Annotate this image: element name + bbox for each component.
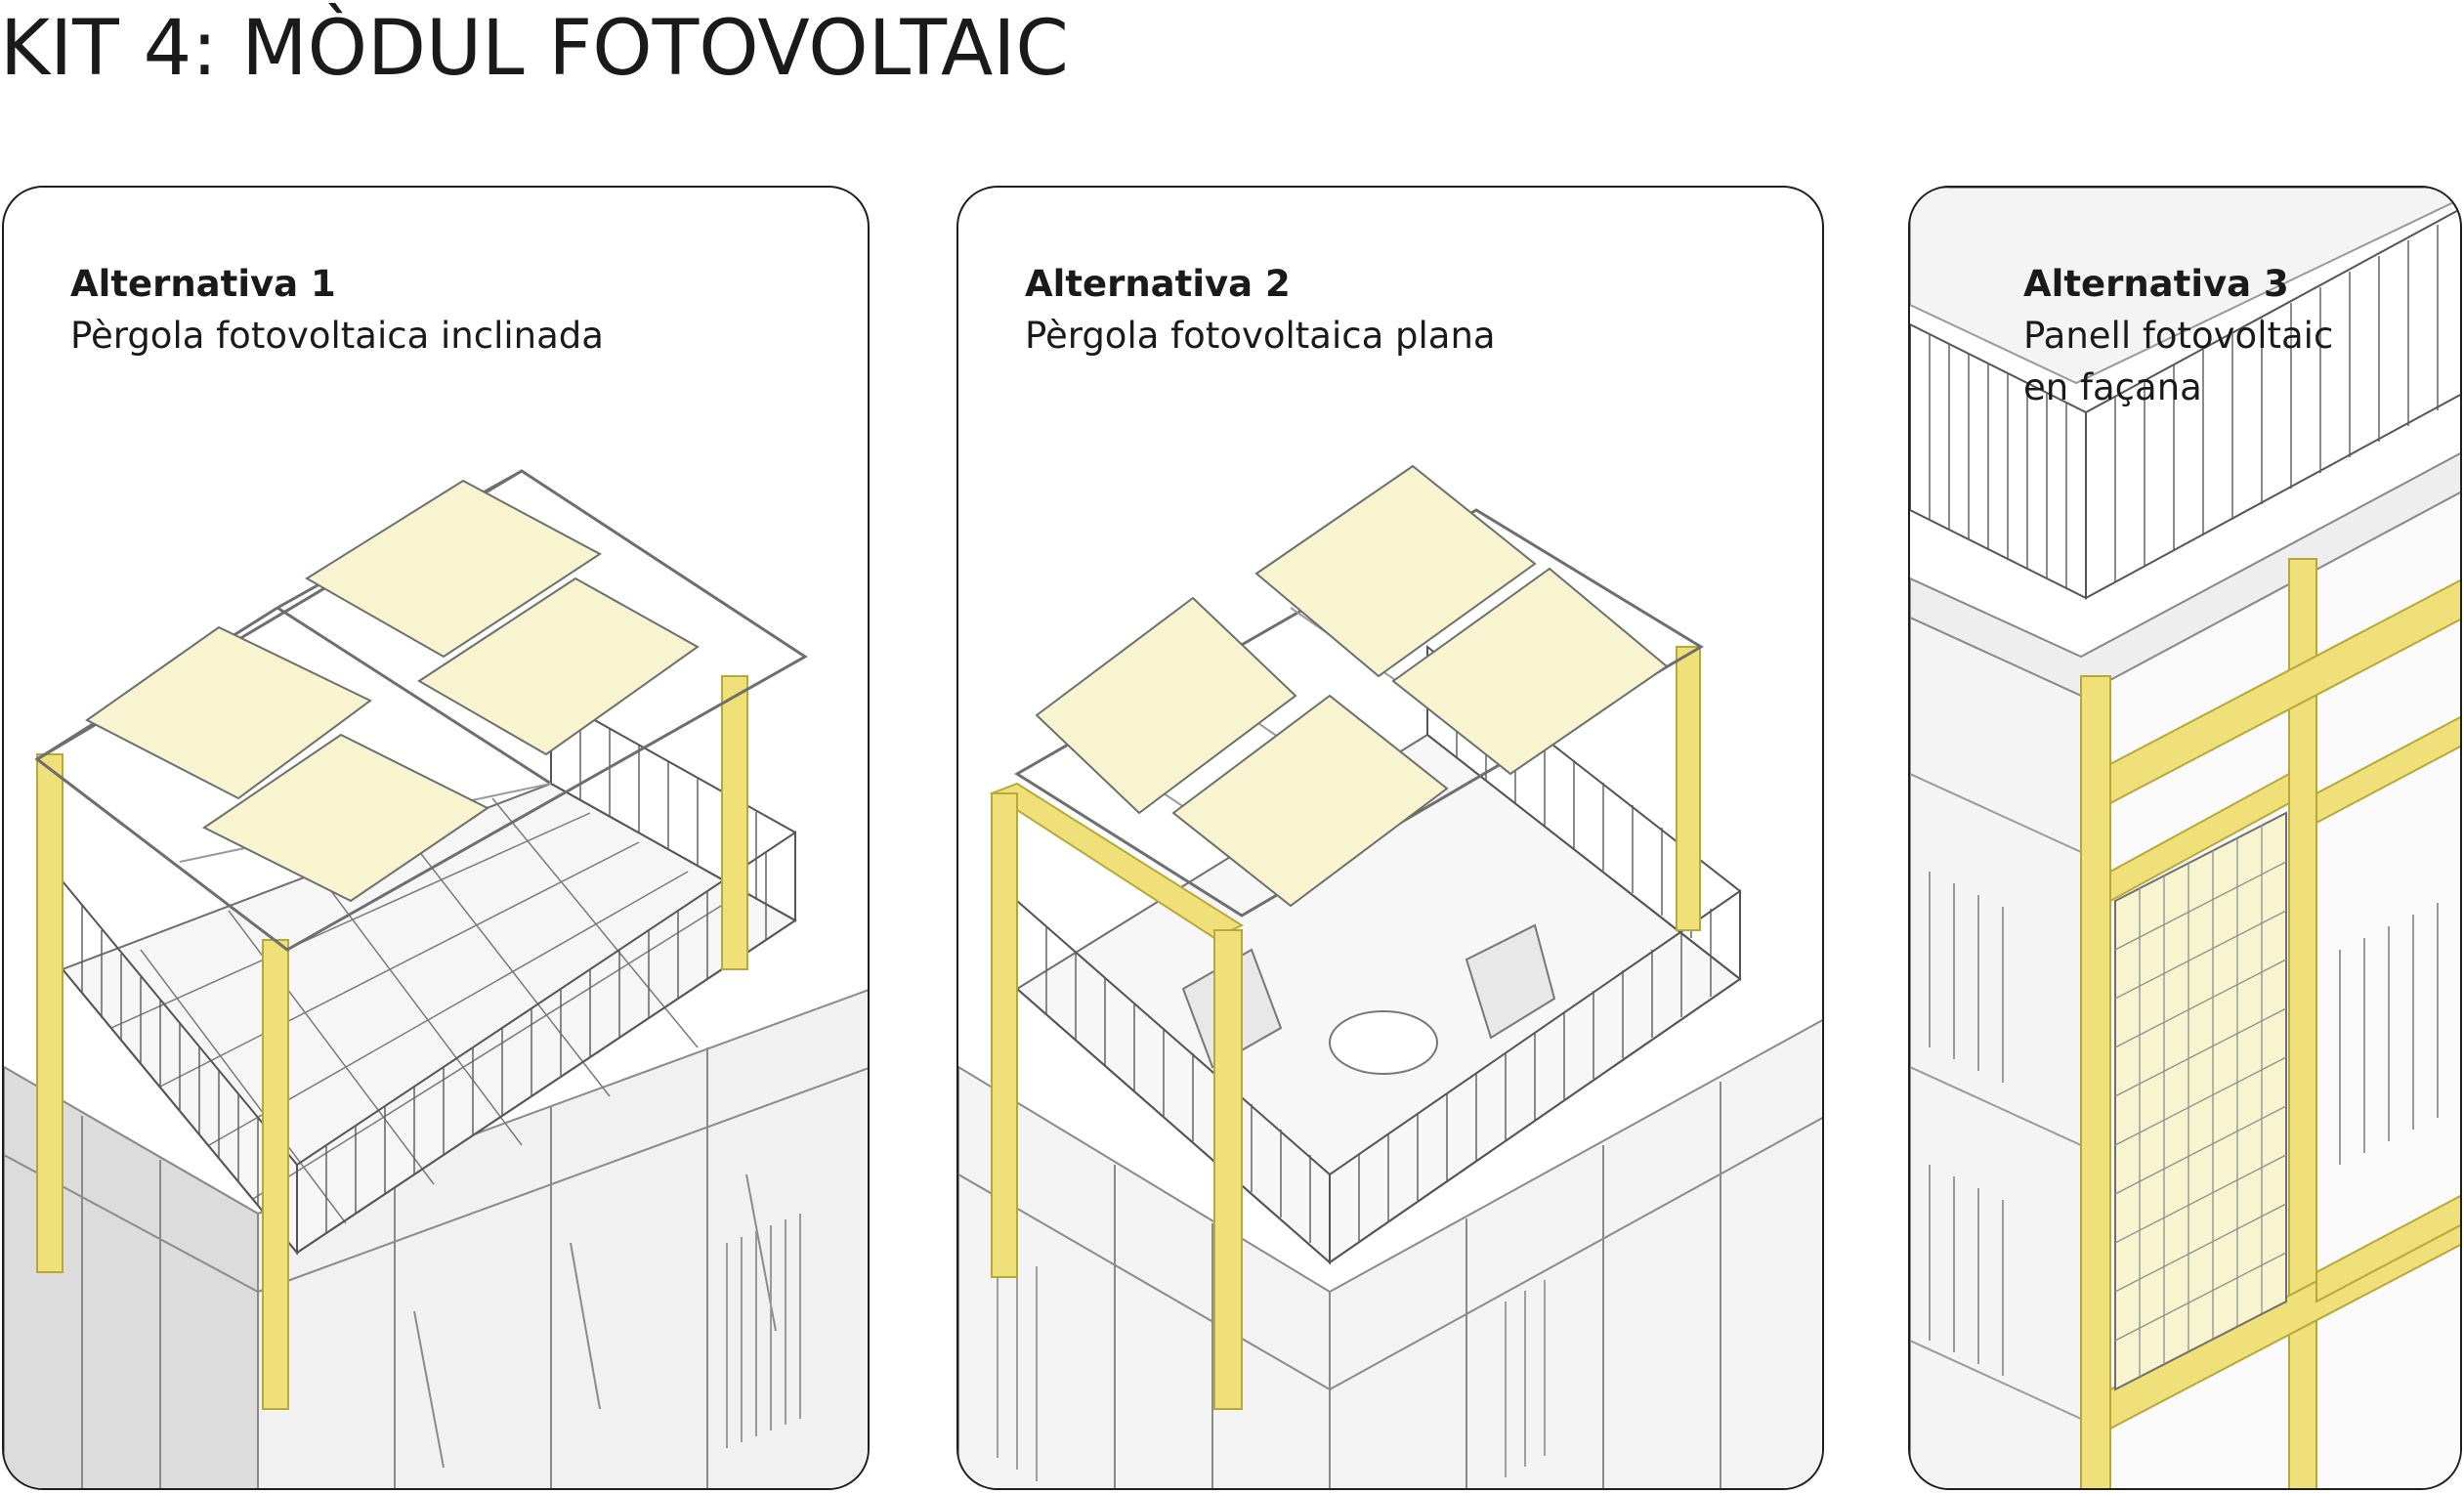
alternative-2-illustration bbox=[958, 464, 1822, 1488]
alternative-3-card: Alternativa 3 Panell fotovoltaic en faça… bbox=[1908, 186, 2462, 1490]
alternative-2-caption: Alternativa 2 Pèrgola fotovoltaica plana bbox=[1025, 258, 1496, 362]
alternative-1-card: Alternativa 1 Pèrgola fotovoltaica incli… bbox=[2, 186, 870, 1490]
page-title: KIT 4: MÒDUL FOTOVOLTAIC bbox=[0, 5, 1069, 93]
alternative-3-illustration bbox=[1910, 188, 2460, 1488]
alternative-3-description: Panell fotovoltaic en façana bbox=[2023, 315, 2334, 408]
alternative-1-illustration bbox=[4, 469, 868, 1488]
alternative-1-caption: Alternativa 1 Pèrgola fotovoltaica incli… bbox=[70, 258, 604, 362]
alternative-2-description: Pèrgola fotovoltaica plana bbox=[1025, 315, 1496, 357]
alternative-2-title: Alternativa 2 bbox=[1025, 263, 1291, 305]
alternative-1-description: Pèrgola fotovoltaica inclinada bbox=[70, 315, 604, 357]
alternative-2-card: Alternativa 2 Pèrgola fotovoltaica plana bbox=[956, 186, 1824, 1490]
alternative-3-caption: Alternativa 3 Panell fotovoltaic en faça… bbox=[2023, 258, 2346, 413]
alternative-1-title: Alternativa 1 bbox=[70, 263, 336, 305]
alternative-3-title: Alternativa 3 bbox=[2023, 263, 2289, 305]
